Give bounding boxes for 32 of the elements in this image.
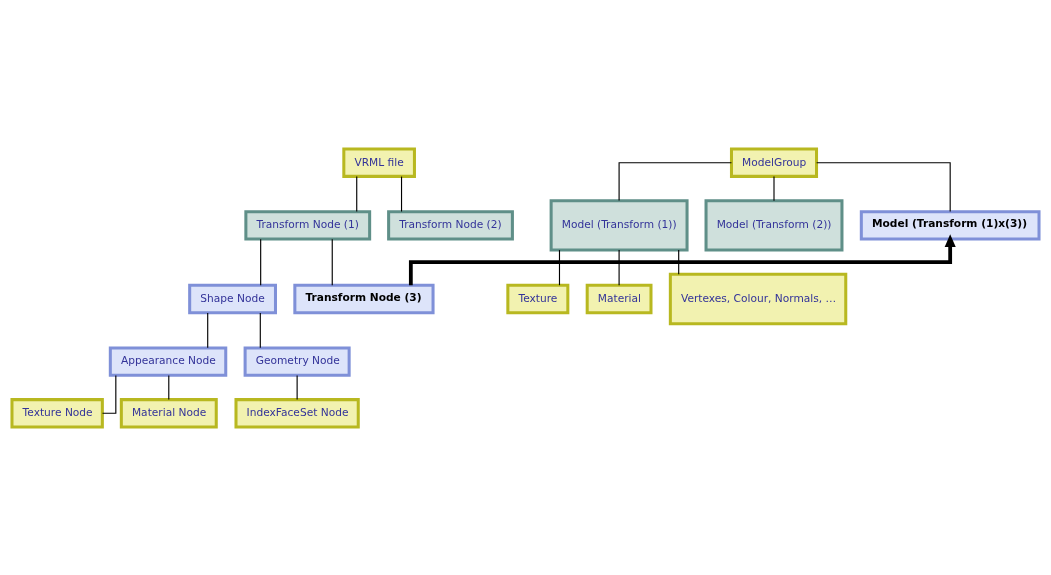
connector (558, 249, 561, 286)
connector (259, 311, 261, 348)
node-box: Vertexes, Colour, Normals, … (668, 272, 848, 325)
node-box: Model (Transform (1)x(3)) (859, 209, 1041, 241)
node-box: ModelGroup (729, 147, 819, 178)
connector (260, 238, 262, 286)
node-box: Geometry Node (243, 345, 351, 377)
node-box: Material Node (119, 397, 218, 428)
node-box: IndexFaceSet Node (234, 397, 360, 428)
node-box: Texture Node (10, 397, 104, 428)
node-box: Model (Transform (2)) (704, 198, 844, 252)
node-box: Shape Node (188, 283, 277, 314)
arrow (408, 233, 956, 285)
connector (168, 374, 170, 400)
connector (816, 161, 951, 212)
node-box: Texture (506, 283, 570, 314)
connector (618, 161, 733, 201)
connector (296, 374, 298, 400)
node-box: Model (Transform (1)) (549, 198, 689, 252)
connector (400, 175, 403, 212)
connector (331, 238, 333, 286)
connector (356, 175, 358, 212)
node-box: Transform Node (2) (387, 209, 514, 241)
node-box: Material (585, 283, 653, 314)
node-box: Transform Node (1) (244, 209, 372, 241)
connector (618, 249, 620, 286)
connector (678, 249, 680, 275)
node-box: Transform Node (3) (293, 283, 435, 314)
node-box: VRML file (342, 147, 416, 178)
connector (773, 175, 775, 201)
node-box: Appearance Node (108, 345, 228, 377)
connector (207, 311, 209, 348)
